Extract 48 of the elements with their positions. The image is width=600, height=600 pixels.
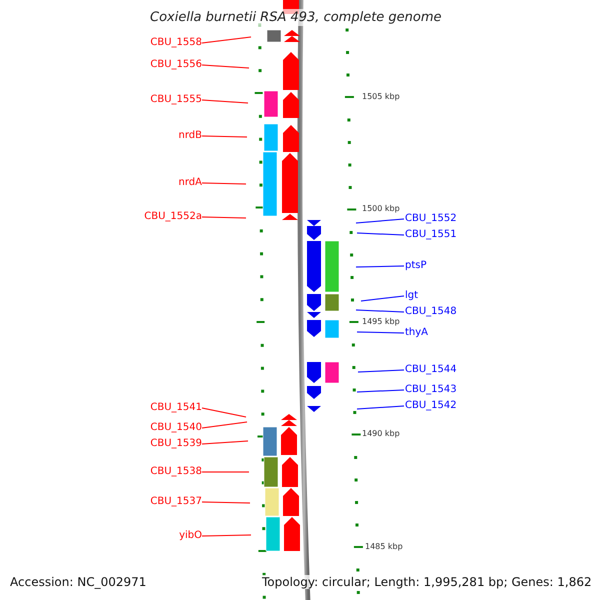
leader-line (202, 100, 248, 104)
gene-label: CBU_1548 (405, 306, 457, 318)
leader-line (202, 408, 246, 418)
scale-label: 1485 kbp (365, 542, 403, 552)
leader-line (356, 390, 404, 392)
leader-line (202, 422, 248, 428)
gene-label: CBU_1552 (405, 213, 457, 225)
leader-line (356, 310, 404, 312)
gene-label: CBU_1551 (405, 229, 457, 241)
scale-label: 1495 kbp (362, 317, 400, 327)
gene-label: yibO (179, 530, 202, 542)
gene-label: CBU_1558 (150, 37, 202, 49)
leader-line (356, 332, 404, 334)
leader-line (202, 64, 250, 68)
leader-line (202, 534, 252, 536)
gene-label: CBU_1543 (405, 384, 457, 396)
scale-label: 1505 kbp (362, 92, 400, 102)
scale-label: 1500 kbp (362, 204, 400, 214)
gene-label: thyA (405, 327, 428, 339)
gene-label: CBU_1555 (150, 94, 202, 106)
leader-line (202, 136, 248, 138)
leader-line (356, 266, 404, 268)
leader-line (360, 296, 404, 302)
gene-label: CBU_1542 (405, 400, 457, 412)
gene-label: CBU_1541 (150, 402, 202, 414)
leader-line (356, 218, 404, 224)
scale-label: 1490 kbp (362, 429, 400, 439)
gene-label: CBU_1539 (150, 438, 202, 450)
gene-label: CBU_1544 (405, 364, 457, 376)
gene-label: nrdA (178, 177, 202, 189)
gene-label: CBU_1537 (150, 496, 202, 508)
gene-label: CBU_1556 (150, 59, 202, 71)
footer-text: Accession: NC_002971 (10, 575, 146, 589)
gene-label: CBU_1552a (144, 211, 202, 223)
leader-line (202, 182, 246, 184)
gene-label: CBU_1538 (150, 466, 202, 478)
gene-label: CBU_1540 (150, 422, 202, 434)
gene-label: lgt (405, 290, 418, 302)
leader-line (202, 440, 248, 444)
leader-line (356, 232, 404, 236)
leader-line (202, 502, 250, 504)
gene-label: nrdB (178, 130, 202, 142)
leader-line (202, 36, 252, 44)
leader-line (202, 216, 246, 218)
gene-label: ptsP (405, 260, 427, 272)
leader-line (356, 406, 404, 410)
leader-line (358, 370, 404, 372)
footer-text: Topology: circular; Length: 1,995,281 bp; Genes: 1,862 (262, 575, 592, 589)
